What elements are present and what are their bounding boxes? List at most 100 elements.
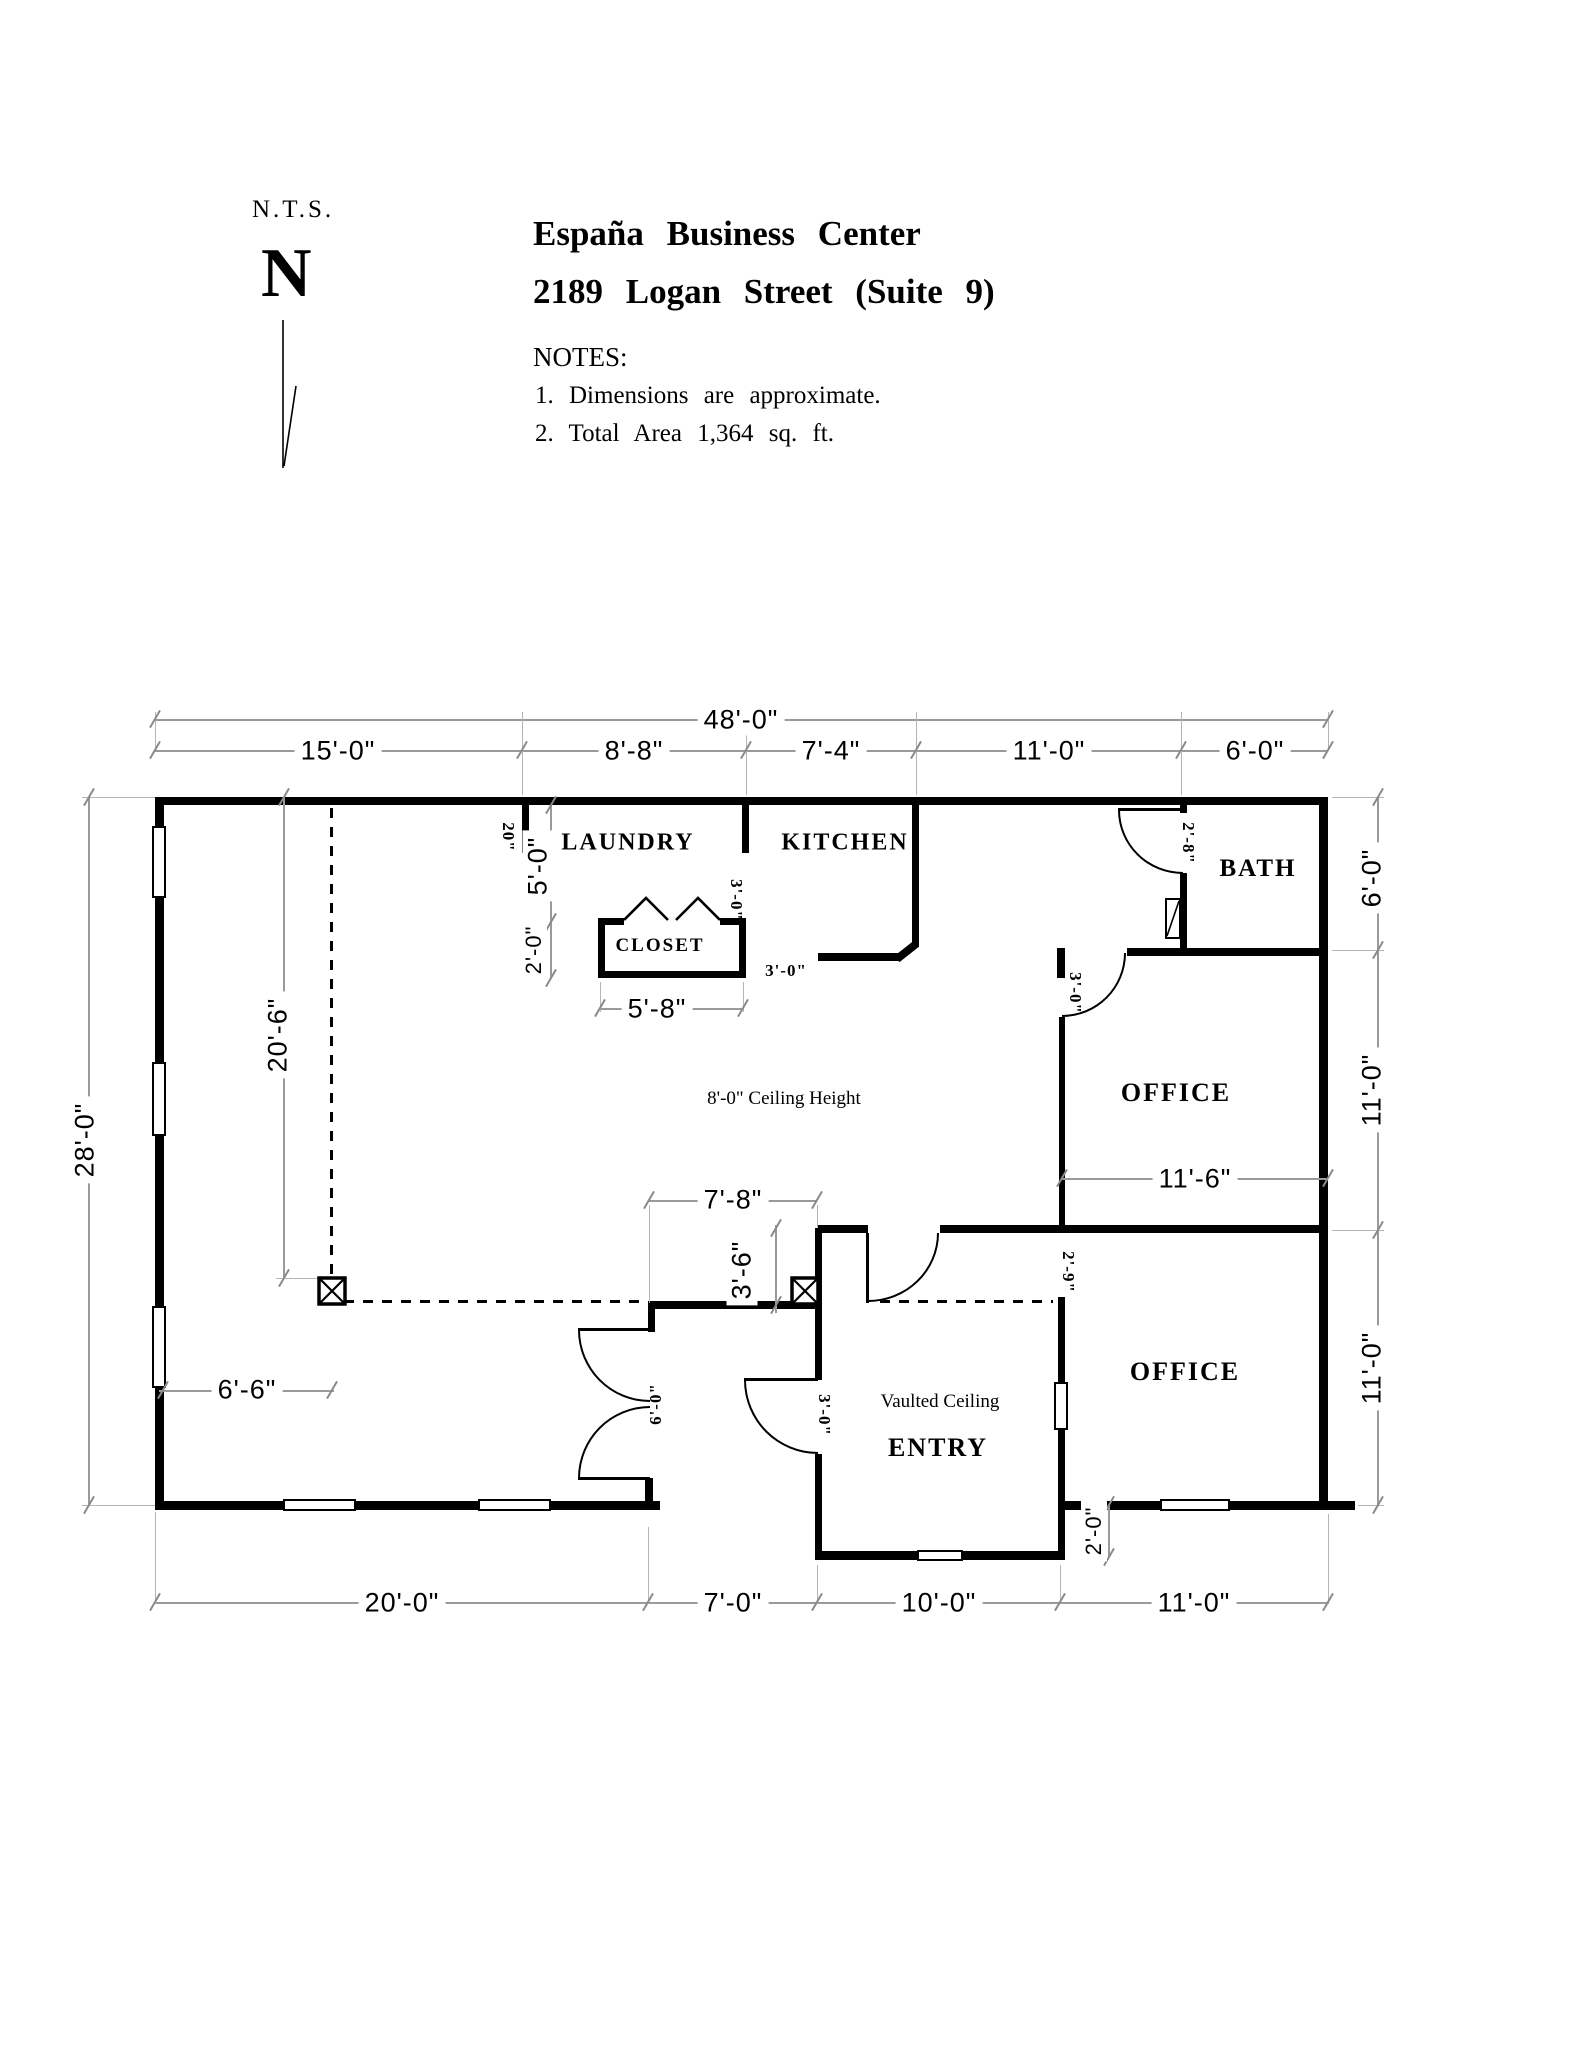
wall-great-room-step [648,1301,655,1332]
dim-top-2: 7'-4" [795,735,867,767]
dim-bottom-0: 20'-0" [358,1587,446,1619]
closet-wall-top-right [720,918,746,925]
entry-door-arc [744,1380,818,1454]
dim-right-office-upper: 11'-0" [1356,1047,1388,1133]
dashed-ceiling-line-vertical [330,808,333,1278]
room-laundry: LAUNDRY [561,829,695,856]
label-office-lower-opening: 2'-9" [1059,1251,1078,1293]
label-closet-door: 3'-0" [727,879,746,921]
wall-jamb-double-door [645,1478,653,1503]
label-bath-door: 2'-8" [1179,822,1198,864]
ext [522,712,523,795]
room-entry: ENTRY [887,1433,989,1462]
ext [743,982,744,1012]
bifold-door-left [623,896,669,921]
dim-laundry-depth: 5'-0" [522,830,554,902]
wall-right [1319,797,1328,1510]
ext [648,1527,649,1604]
dim-bottom-3: 11'-0" [1151,1587,1237,1619]
dim-entry-step: 2'-0" [1081,1500,1107,1562]
dim-left-lower: 6'-6" [211,1374,283,1406]
room-office-lower: OFFICE [1129,1357,1241,1386]
north-arrow-icon [282,320,297,468]
ext [1332,1230,1384,1231]
wall-bath-bottom [1127,948,1328,956]
wall-entry-right-seg1 [1058,1297,1065,1382]
dimline-entry-step [1108,1505,1110,1557]
wall-left-seg2 [155,896,164,1063]
ext [600,982,601,1012]
wall-left-seg4 [155,1386,164,1508]
closet-wall-right [739,918,746,978]
dim-closet-depth: 2'-0" [521,919,547,981]
wall-laundry-kitchen [742,797,749,853]
wall-bath-left [1180,873,1187,952]
wall-mid-left [818,1225,868,1233]
room-bath: BATH [1219,855,1297,882]
entry-door-leaf [744,1378,818,1381]
dim-left-overall: 28'-0" [69,1096,101,1184]
label-double-door: 6'-0" [646,1383,665,1425]
dim-hall-depth: 3'-6" [726,1234,758,1306]
label-kitchen-opening: 3'-0" [765,961,807,980]
entry-top-door-arc [868,1233,939,1302]
closet-wall-bottom [598,971,746,978]
dim-top-1: 8'-8" [598,735,670,767]
wall-kitchen-vertical [912,797,919,947]
double-door-leaf-bottom [578,1477,650,1480]
ext [817,1205,818,1228]
dim-top-4: 6'-0" [1219,735,1291,767]
dim-left-upper: 20'-6" [262,991,294,1079]
dashed-ceiling-line-left [344,1300,646,1303]
dimline-hall-depth [775,1225,777,1313]
nts-label: N.T.S. [252,196,335,223]
dim-right-bath: 6'-0" [1356,842,1388,914]
window-left-1 [152,826,166,898]
note-1: 1. Dimensions are approximate. [535,382,881,409]
closet-wall-left [598,918,605,978]
room-kitchen: KITCHEN [781,829,909,856]
ext [916,712,917,795]
ext [1328,1514,1329,1604]
ext [1332,950,1384,951]
wall-kitchen-horizontal [818,953,900,961]
window-left-2 [152,1062,166,1136]
ext [746,712,747,795]
wall-mid-right [940,1225,1328,1233]
dim-hall-width: 7'-8" [697,1184,769,1216]
ext [155,1512,156,1604]
closet-wall-top-left [598,918,624,925]
label-wall-stub: 20" [499,822,518,852]
dimline-top-segments [155,750,1328,752]
ext [1358,1505,1384,1506]
window-bottom-2 [478,1499,551,1511]
wall-left-seg3 [155,1134,164,1307]
dim-overall-width: 48'-0" [697,704,785,736]
entry-top-door-leaf [866,1233,869,1303]
label-entry-door: 3'-0" [815,1394,834,1436]
ext [155,712,156,750]
dim-bottom-1: 7'-0" [697,1587,769,1619]
dim-closet-width: 5'-8" [621,993,693,1025]
bath-shelf [1165,898,1181,939]
dim-top-3: 11'-0" [1006,735,1092,767]
ext [1328,712,1329,750]
room-closet: CLOSET [615,935,705,956]
double-door-arc-bottom [578,1406,650,1478]
ext [276,1278,319,1279]
label-office-upper-door: 3'-0" [1066,972,1085,1014]
window-office-lower-left [1054,1382,1068,1430]
column-box-left [317,1276,347,1306]
window-bottom-1 [283,1499,356,1511]
room-office-upper: OFFICE [1120,1078,1232,1107]
ext [817,1565,818,1604]
annotation-ceiling-height: 8'-0" Ceiling Height [707,1088,861,1109]
wall-bottom-main [155,1501,660,1510]
north-letter: N [261,235,312,312]
ext [82,1505,155,1506]
ext [82,797,155,798]
note-2: 2. Total Area 1,364 sq. ft. [535,420,835,447]
wall-entry-right-seg2 [1058,1430,1065,1560]
page-title: España Business Center [533,214,921,253]
dim-top-0: 15'-0" [294,735,382,767]
